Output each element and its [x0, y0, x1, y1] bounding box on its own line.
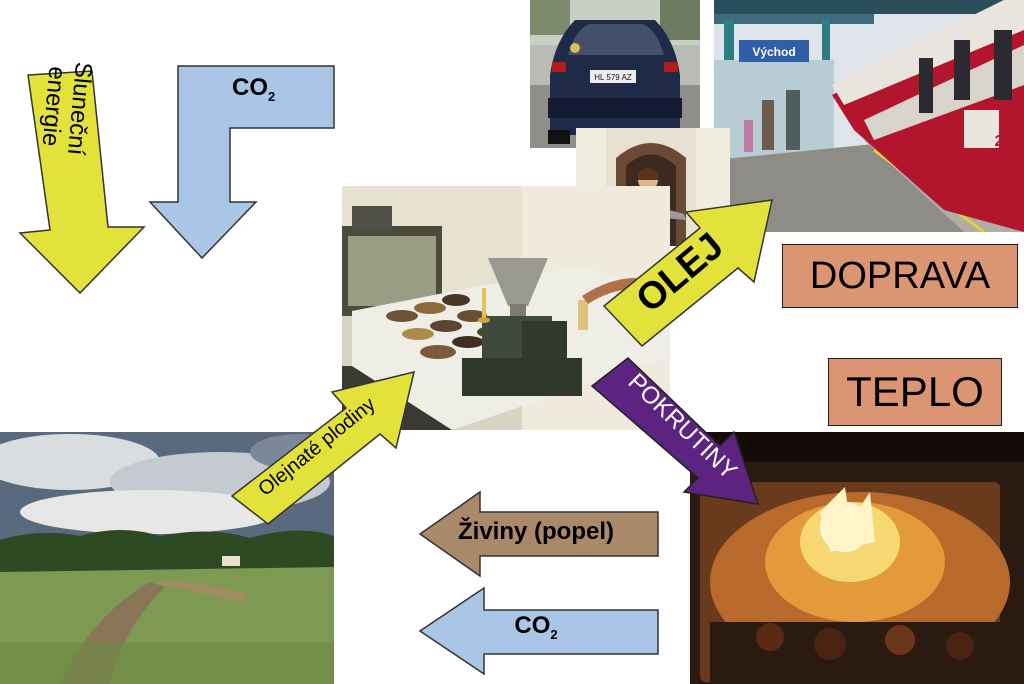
train-number-plate [964, 110, 999, 148]
svg-text:HL 579 AZ: HL 579 AZ [594, 73, 632, 82]
press-cake-arrow [590, 357, 760, 505]
oil-arrow [602, 199, 773, 348]
train-station-photo: Východ 2 [714, 0, 1024, 232]
co2-top-arrow [148, 65, 335, 260]
svg-text:Východ: Východ [752, 45, 795, 59]
station-sign [739, 40, 809, 62]
heat-box: TEPLO [828, 358, 1002, 426]
solar-energy-arrow [18, 70, 146, 295]
co2-bottom-arrow [418, 586, 659, 676]
transport-box: DOPRAVA [782, 244, 1018, 308]
nutrients-arrow [418, 490, 659, 578]
co2-top-label: CO2 [232, 74, 276, 104]
nutrients-label: Živiny (popel) [458, 518, 614, 545]
license-plate [590, 70, 636, 83]
car-photo: HL 579 AZ [530, 0, 700, 148]
oil-crops-arrow [230, 370, 416, 525]
co2-bottom-label: CO2 [514, 612, 558, 642]
svg-text:2: 2 [995, 133, 1004, 150]
